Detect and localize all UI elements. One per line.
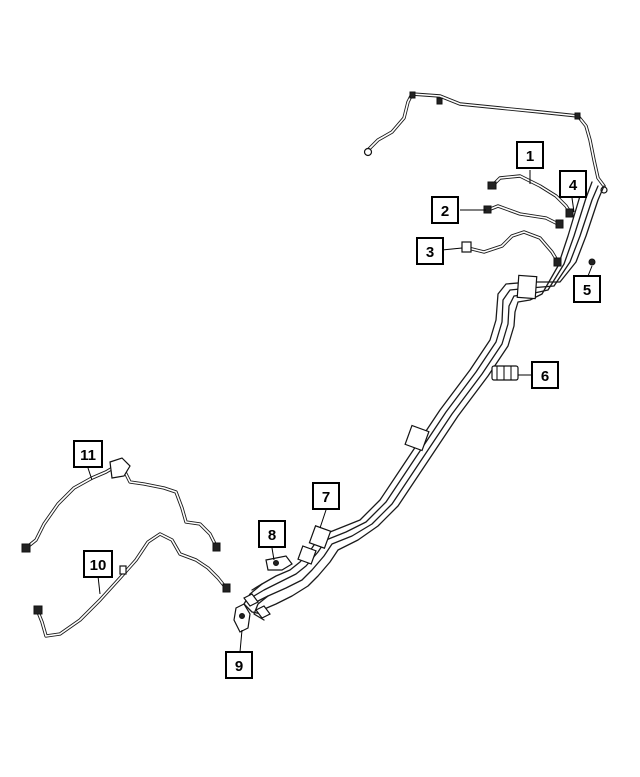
callout-11: 11: [73, 440, 103, 468]
leader-lines: [87, 170, 593, 653]
callout-8: 8: [258, 520, 286, 548]
part-6-clip: [491, 365, 519, 381]
callout-10-label: 10: [90, 557, 107, 574]
callout-9: 9: [225, 651, 253, 679]
callout-6-label: 6: [541, 368, 549, 385]
callout-5: 5: [573, 275, 601, 303]
callout-4-label: 4: [569, 177, 578, 194]
part-5-fitting: [588, 258, 596, 266]
callout-10: 10: [83, 550, 113, 578]
part-11-line: [21, 457, 221, 553]
callout-7-label: 7: [322, 489, 330, 506]
callout-7: 7: [312, 482, 340, 510]
main-line-bundle: [243, 177, 605, 621]
callout-2-label: 2: [441, 203, 449, 220]
part-1-line: [487, 174, 574, 218]
callout-1: 1: [516, 141, 544, 169]
callout-5-label: 5: [583, 282, 591, 299]
callout-11-label: 11: [80, 447, 96, 464]
callout-8-label: 8: [268, 527, 276, 544]
part-2-line: [483, 204, 564, 229]
callout-4: 4: [559, 170, 587, 198]
part-3-line: [461, 230, 562, 267]
callout-6: 6: [531, 361, 559, 389]
callout-3-label: 3: [426, 244, 434, 261]
part-10-line: [33, 532, 231, 638]
callout-3: 3: [416, 237, 444, 265]
callout-1-label: 1: [526, 148, 534, 165]
part-8-bracket: [265, 555, 293, 571]
part-9-bracket: [233, 603, 251, 633]
callout-2: 2: [431, 196, 459, 224]
callout-9-label: 9: [235, 658, 243, 675]
